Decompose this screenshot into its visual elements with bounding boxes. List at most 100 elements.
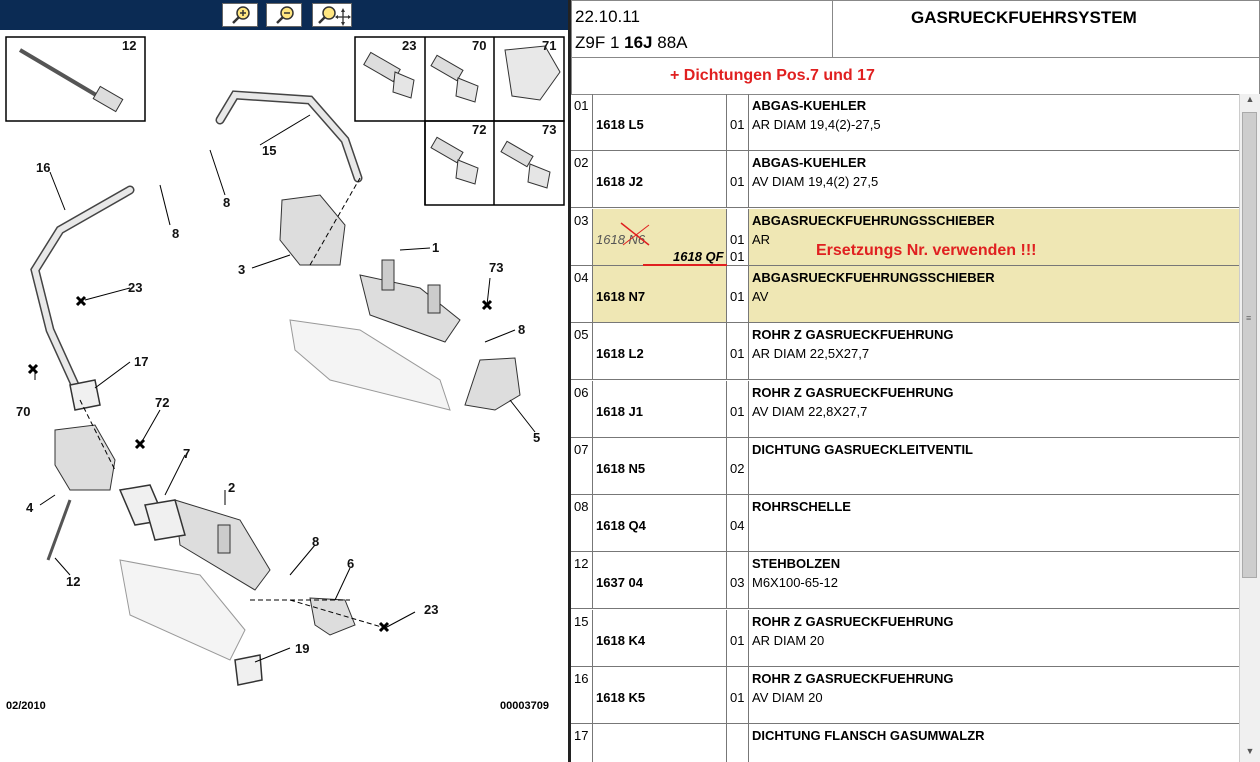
pos-cell: 04 xyxy=(571,265,593,322)
zoom-out-button[interactable] xyxy=(266,3,302,27)
description-cell: DICHTUNG FLANSCH GASUMWALZR xyxy=(749,724,1239,762)
qty-value: 01 xyxy=(730,632,745,648)
callout-5: 5 xyxy=(533,430,540,445)
description-cell: ROHR Z GASRUECKFUEHRUNG AV DIAM 20 xyxy=(749,667,1239,723)
qty-cell: 01 xyxy=(727,151,749,208)
pos-cell: 05 xyxy=(571,323,593,380)
header-date: 22.10.11 xyxy=(575,7,640,26)
scroll-up-arrow-icon[interactable]: ▲ xyxy=(1245,94,1255,104)
pos-cell: 01 xyxy=(571,94,593,150)
header-title-box: GASRUECKFUEHRSYSTEM xyxy=(832,0,1260,58)
ref-cell xyxy=(593,724,727,762)
qty-value: 01 xyxy=(730,117,745,132)
new-ref-number[interactable]: 1618 QF xyxy=(673,248,724,264)
part-title: ROHR Z GASRUECKFUEHRUNG xyxy=(752,671,954,686)
pos-cell: 12 xyxy=(571,552,593,609)
new-qty-value: 01 xyxy=(730,248,745,264)
zoom-pan-button[interactable] xyxy=(312,3,352,27)
ref-number[interactable]: 1618 J2 xyxy=(596,174,643,190)
scroll-thumb[interactable]: ≡ xyxy=(1242,112,1257,578)
dichtungen-note: + Dichtungen Pos.7 und 17 xyxy=(670,67,875,84)
callout-12: 12 xyxy=(66,574,80,589)
part-title: ROHR Z GASRUECKFUEHRUNG xyxy=(752,327,954,343)
ref-number[interactable]: 1618 L5 xyxy=(596,117,644,132)
qty-cell: 01 xyxy=(727,94,749,150)
callout-72: 72 xyxy=(155,395,169,410)
exploded-parts-diagram: 12 23 70 71 72 73 16 8 15 8 1 3 73 23 8 … xyxy=(5,36,565,712)
panel-divider[interactable] xyxy=(568,0,571,762)
ref-number[interactable]: 1618 K4 xyxy=(596,632,646,648)
replacement-message: Ersetzungs Nr. verwenden !!! xyxy=(816,241,1037,259)
old-ref-number: 1618 N6 xyxy=(596,231,646,247)
callout-6: 6 xyxy=(347,556,354,571)
callout-8-d: 8 xyxy=(312,534,319,549)
part-detail: M6X100-65-12 xyxy=(752,575,838,591)
ref-number[interactable]: 1618 L2 xyxy=(596,346,644,362)
callout-17: 17 xyxy=(134,354,148,369)
qty-cell xyxy=(727,724,749,762)
ref-cell: 1618 L2 xyxy=(593,323,727,380)
part-detail: AV DIAM 20 xyxy=(752,690,823,705)
part-title: ABGAS-KUEHLER xyxy=(752,155,867,171)
ref-number[interactable]: 1618 Q4 xyxy=(596,518,646,534)
ref-number[interactable]: 1637 04 xyxy=(596,575,643,591)
ref-cell: 1618 K5 xyxy=(593,667,727,723)
ref-number[interactable]: 1618 J1 xyxy=(596,403,643,419)
part-title: DICHTUNG FLANSCH GASUMWALZR xyxy=(752,728,985,744)
pos-cell: 02 xyxy=(571,151,593,208)
description-cell: ROHRSCHELLE xyxy=(749,495,1239,551)
zoom-in-button[interactable] xyxy=(222,3,258,27)
part-detail: AR DIAM 20 xyxy=(752,632,825,648)
part-detail: AV DIAM 22,8X27,7 xyxy=(752,403,868,419)
ref-number[interactable]: 1618 K5 xyxy=(596,690,646,705)
ref-cell: 1637 04 xyxy=(593,552,727,609)
callout-72-inset: 72 xyxy=(472,122,486,137)
callout-73: 73 xyxy=(489,260,503,275)
part-title: ABGASRUECKFUEHRUNGSSCHIEBER xyxy=(752,212,995,228)
vehicle-code-c: 88A xyxy=(657,33,688,52)
qty-value: 01 xyxy=(730,403,745,419)
part-title: ABGAS-KUEHLER xyxy=(752,98,867,113)
callout-1: 1 xyxy=(432,240,439,255)
ref-cell: 1618 J1 xyxy=(593,380,727,437)
zoom-in-icon xyxy=(232,6,250,24)
callout-71-inset: 71 xyxy=(542,38,556,53)
callout-8-a: 8 xyxy=(172,226,179,241)
qty-cell: 02 xyxy=(727,437,749,494)
callout-70: 70 xyxy=(16,404,30,419)
ref-cell: 1618 N6 1618 QF xyxy=(593,208,727,266)
ref-cell: 1618 N7 xyxy=(593,265,727,322)
zoom-pan-icon xyxy=(318,6,351,26)
strikethrough-icon xyxy=(620,222,727,266)
pos-cell: 16 xyxy=(571,667,593,723)
pos-cell: 06 xyxy=(571,380,593,437)
qty-value: 04 xyxy=(730,518,745,534)
part-detail: AV xyxy=(752,288,769,304)
qty-cell: 01 xyxy=(727,323,749,380)
callout-8-b: 8 xyxy=(223,195,230,210)
ref-cell: 1618 J2 xyxy=(593,151,727,208)
pos-cell: 03 xyxy=(571,208,593,265)
ref-number[interactable]: 1618 N7 xyxy=(596,288,646,304)
ref-number[interactable]: 1618 N5 xyxy=(596,460,646,476)
vertical-scrollbar[interactable]: ▲ ≡ ▼ xyxy=(1239,94,1260,762)
scroll-down-arrow-icon[interactable]: ▼ xyxy=(1245,746,1255,756)
inset-box-12 xyxy=(5,36,146,122)
